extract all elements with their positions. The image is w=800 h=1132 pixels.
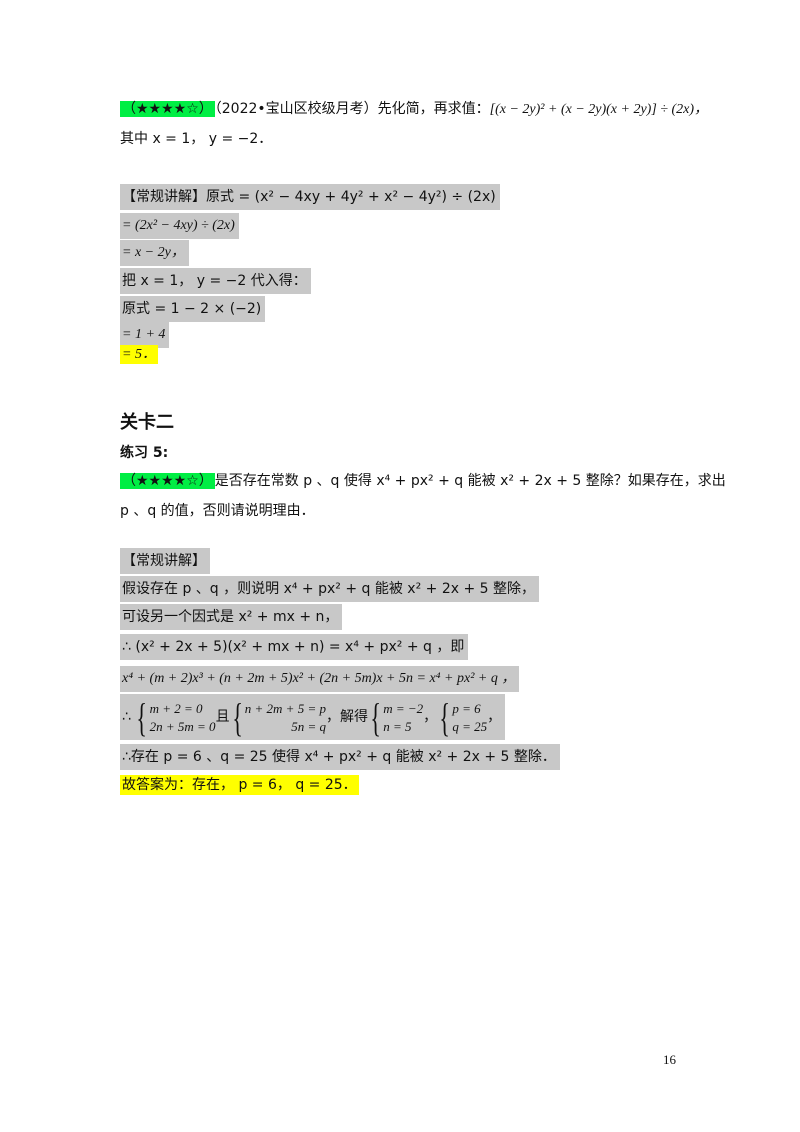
solution2-step2: 可设另一个因式是 x² + mx + n， [120, 604, 343, 630]
solution2-step4: x⁴ + (m + 2)x³ + (n + 2m + 5)x² + (2n + … [120, 666, 520, 692]
system-c: m = −2 n = 5 [383, 700, 423, 736]
exercise-label: 练习 5: [120, 445, 169, 461]
solution1-step3: = x − 2y， [120, 240, 189, 266]
solution2-step3: ∴ (x² + 2x + 5)(x² + mx + n) = x⁴ + px² … [120, 634, 469, 660]
solution1-step6: = 1 + 4 [120, 322, 170, 348]
system-a-eq1: m + 2 = 0 [149, 700, 203, 716]
brace-icon: { [231, 694, 243, 740]
difficulty-stars: （★★★★☆） [120, 101, 215, 117]
page-number: 16 [663, 1052, 676, 1067]
system-c-eq2: n = 5 [383, 718, 412, 734]
system-a: m + 2 = 0 2n + 5m = 0 [150, 700, 216, 736]
problem2-text2: p 、q 的值，否则请说明理由． [120, 503, 315, 519]
problem1-source: （2022•宝山区校级月考）先化简，再求值： [214, 101, 490, 117]
solution2-label: 【常规讲解】 [120, 548, 210, 574]
therefore-symbol: ∴ [122, 709, 131, 725]
solution1-step1: 原式 = (x² − 4xy + 4y² + x² − 4y²) ÷ (2x) [206, 189, 496, 205]
system-b: n + 2m + 5 = p 5n = q [245, 700, 326, 736]
end-comma: ， [487, 709, 502, 725]
solution1-step5: 原式 = 1 − 2 × (−2) [120, 296, 266, 322]
solution2-step6: ∴存在 p = 6 、q = 25 使得 x⁴ + px² + q 能被 x² … [120, 744, 560, 770]
solution1-step2: = (2x² − 4xy) ÷ (2x) [120, 213, 239, 239]
brace-icon: { [439, 694, 451, 740]
problem1-expression: [(x − 2y)² + (x − 2y)(x + 2y)] ÷ (2x)， [489, 102, 709, 117]
problem2-text1: 是否存在常数 p 、q 使得 x⁴ + px² + q 能被 x² + 2x +… [214, 473, 726, 489]
system-c-eq1: m = −2 [383, 700, 424, 716]
problem1-line1: （★★★★☆）（2022•宝山区校级月考）先化简，再求值：[(x − 2y)² … [120, 98, 708, 121]
and-word: 且 [215, 709, 230, 725]
section-title: 关卡二 [120, 412, 174, 433]
system-a-eq2: 2n + 5m = 0 [149, 718, 216, 734]
solved-word: ，解得 [325, 709, 368, 725]
solution1-result-wrap: = 5． [120, 344, 158, 366]
system-d-eq2: q = 25 [452, 718, 488, 734]
solution1-step4: 把 x = 1， y = −2 代入得： [120, 268, 311, 294]
solution2-answer-wrap: 故答案为：存在， p = 6， q = 25． [120, 774, 359, 797]
system-d-eq1: p = 6 [452, 700, 481, 716]
problem2-line1: （★★★★☆）是否存在常数 p 、q 使得 x⁴ + px² + q 能被 x²… [120, 470, 726, 492]
system-d: p = 6 q = 25 [452, 700, 487, 736]
solution1-label: 【常规讲解】 [122, 189, 206, 205]
problem1-condition: 其中 x = 1， y = −2． [120, 131, 273, 147]
system-b-eq1: n + 2m + 5 = p [244, 700, 326, 716]
solution2-answer: 故答案为：存在， p = 6， q = 25． [120, 775, 359, 795]
solution1-line1: 【常规讲解】原式 = (x² − 4xy + 4y² + x² − 4y²) ÷… [120, 184, 500, 210]
brace-icon: { [370, 694, 381, 740]
brace-icon: { [136, 694, 148, 740]
solution1-result: = 5． [120, 345, 158, 364]
system-b-eq2: 5n = q [291, 718, 326, 734]
comma-sep: ， [423, 709, 438, 725]
difficulty-stars-2: （★★★★☆） [120, 473, 215, 489]
solution2-step1: 假设存在 p 、q ，则说明 x⁴ + px² + q 能被 x² + 2x +… [120, 576, 540, 602]
